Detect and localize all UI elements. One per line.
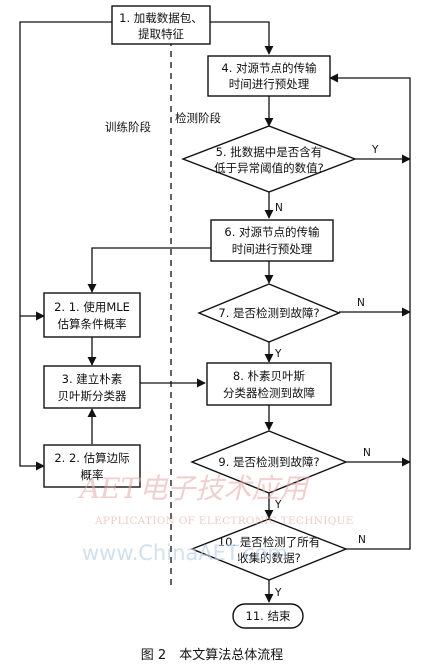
svg-text:时间进行预处理: 时间进行预处理 (232, 242, 313, 256)
node-7-fault-decision: 7. 是否检测到故障? (197, 283, 341, 343)
svg-text:贝叶斯分类器: 贝叶斯分类器 (58, 389, 127, 403)
svg-text:时间进行预处理: 时间进行预处理 (229, 77, 310, 91)
svg-text:10. 是否检测了所有: 10. 是否检测了所有 (218, 535, 320, 549)
svg-text:分类器检测到故障: 分类器检测到故障 (223, 386, 315, 400)
svg-text:9. 是否检测到故障?: 9. 是否检测到故障? (218, 455, 319, 469)
node-2-2-marginal: 2. 2. 估算边际 概率 (43, 444, 141, 488)
watermark-logo: AET电子技术应用 (77, 472, 310, 505)
label-7-yes: Y (274, 348, 282, 360)
label-10-no: N (358, 534, 366, 546)
node-8-classifier-detect: 8. 朴素贝叶斯 分类器检测到故障 (206, 362, 332, 406)
node-11-end: 11. 结束 (232, 603, 304, 629)
figure-caption: 图 2 本文算法总体流程 (141, 648, 283, 663)
edge-6-to-2-1 (87, 247, 211, 293)
label-7-no: N (357, 297, 365, 309)
svg-text:7. 是否检测到故障?: 7. 是否检测到故障? (218, 306, 319, 320)
label-9-no: N (363, 447, 371, 459)
svg-text:8. 朴素贝叶斯: 8. 朴素贝叶斯 (233, 369, 306, 383)
svg-text:收集的数据?: 收集的数据? (237, 551, 301, 565)
label-5-no: N (275, 202, 283, 214)
edge-10-no-to-4 (329, 73, 411, 550)
edge-1-to-2-2 (19, 21, 112, 471)
svg-text:低于异常阈值的数值?: 低于异常阈值的数值? (214, 161, 324, 175)
node-5-threshold-decision: 5. 批数据中是否含有 低于异常阈值的数值? (181, 125, 357, 193)
node-10-all-data-decision: 10. 是否检测了所有 收集的数据? (190, 518, 348, 581)
svg-text:2. 2. 估算边际: 2. 2. 估算边际 (54, 451, 129, 465)
svg-text:4. 对源节点的传输: 4. 对源节点的传输 (221, 61, 317, 75)
edge-1-to-4 (210, 21, 274, 55)
node-6-preprocess: 6. 对源节点的传输 时间进行预处理 (210, 219, 334, 262)
svg-text:6. 对源节点的传输: 6. 对源节点的传输 (224, 225, 320, 239)
node-3-build-classifier: 3. 建立朴素 贝叶斯分类器 (43, 365, 141, 409)
phase-label-detection: 检测阶段 (175, 111, 221, 125)
svg-text:概率: 概率 (81, 468, 104, 482)
node-2-1-mle: 2. 1. 使用MLE 估算条件概率 (43, 292, 141, 338)
svg-text:5. 批数据中是否含有: 5. 批数据中是否含有 (216, 145, 323, 159)
label-9-yes: Y (274, 499, 282, 511)
branch-labels: Y N N Y N Y N Y (274, 144, 379, 599)
label-5-yes: Y (371, 144, 379, 156)
label-10-yes: Y (274, 587, 282, 599)
phase-label-training: 训练阶段 (105, 120, 151, 134)
node-9-fault-decision: 9. 是否检测到故障? (190, 430, 348, 494)
svg-text:1. 加载数据包、: 1. 加载数据包、 (119, 11, 203, 25)
svg-text:11. 结束: 11. 结束 (246, 609, 291, 623)
node-4-preprocess: 4. 对源节点的传输 时间进行预处理 (207, 55, 331, 97)
svg-text:3. 建立朴素: 3. 建立朴素 (62, 372, 123, 386)
svg-text:估算条件概率: 估算条件概率 (58, 317, 127, 331)
svg-text:提取特征: 提取特征 (138, 27, 184, 41)
watermark-line1: APPLICATION OF ELECTRONIC TECHNIQUE (94, 515, 354, 527)
connectors (19, 21, 411, 603)
node-1-load-data: 1. 加载数据包、 提取特征 (111, 5, 211, 45)
svg-text:2. 1. 使用MLE: 2. 1. 使用MLE (54, 300, 130, 314)
watermark: AET电子技术应用 APPLICATION OF ELECTRONIC TECH… (77, 472, 354, 565)
watermark-line2: www.ChinaAET.com (82, 541, 288, 565)
